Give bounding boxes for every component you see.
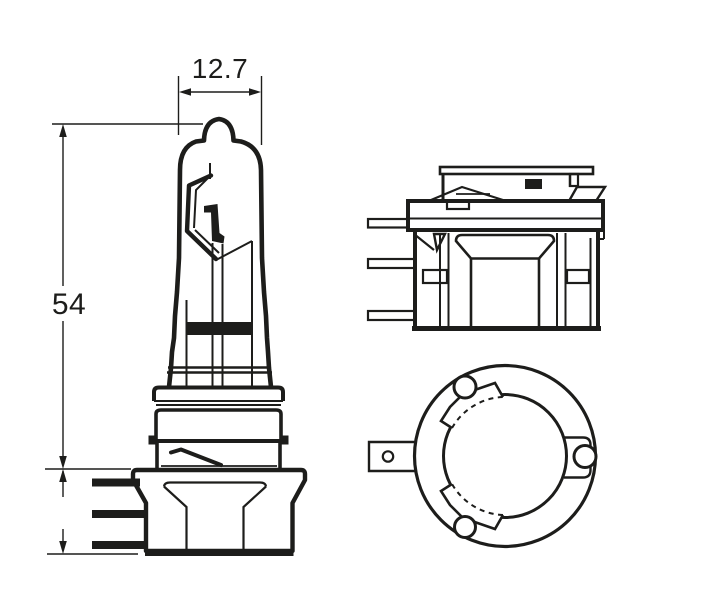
contact-window <box>525 179 542 189</box>
arrowhead-left <box>179 88 191 96</box>
filament-hook <box>204 204 225 244</box>
collar <box>406 199 605 232</box>
pin <box>366 309 417 322</box>
side-view <box>366 165 608 331</box>
terminal-hole <box>381 450 395 463</box>
arrowhead-down <box>59 456 67 469</box>
pin <box>92 541 146 549</box>
hidden-edge-dashed <box>451 396 504 429</box>
connector-housing <box>412 230 605 331</box>
right-flap <box>566 185 608 203</box>
locating-bump <box>453 515 477 539</box>
contact-pins-side <box>366 217 417 322</box>
base-bottom-flange <box>130 467 308 556</box>
arrowhead-up <box>59 469 67 482</box>
spring-clip <box>430 185 504 202</box>
pin <box>366 217 410 229</box>
base-upper-flange <box>152 385 285 406</box>
arrowhead-up <box>59 124 67 137</box>
dimension-height: 54 <box>45 123 203 555</box>
glass-envelope-outline <box>166 116 274 390</box>
dimension-width: 12.7 <box>177 53 263 145</box>
pinch-seal-lines <box>167 366 272 374</box>
height-dimension-label: 54 <box>52 288 86 321</box>
keying-mark <box>169 447 223 467</box>
locating-bumps <box>452 374 598 539</box>
pin <box>92 478 140 487</box>
filament-assembly <box>184 163 253 386</box>
arrowhead-down <box>59 541 67 554</box>
hidden-edge-dashed <box>451 483 504 516</box>
base-body <box>148 408 289 469</box>
spade-terminal <box>367 440 417 473</box>
locating-bump <box>572 444 598 469</box>
bottom-view <box>367 363 598 549</box>
arrowhead-right <box>249 88 261 96</box>
inner-circle <box>442 393 568 519</box>
width-dimension-label: 12.7 <box>192 53 249 84</box>
locating-bump <box>452 374 478 400</box>
pin <box>366 257 417 270</box>
getter-band <box>187 322 252 335</box>
keying-tab-lower-left <box>439 482 505 531</box>
keying-tab-upper-left <box>439 381 505 430</box>
contact-pins-front <box>92 478 146 549</box>
front-view <box>92 116 308 556</box>
pin <box>92 510 146 518</box>
